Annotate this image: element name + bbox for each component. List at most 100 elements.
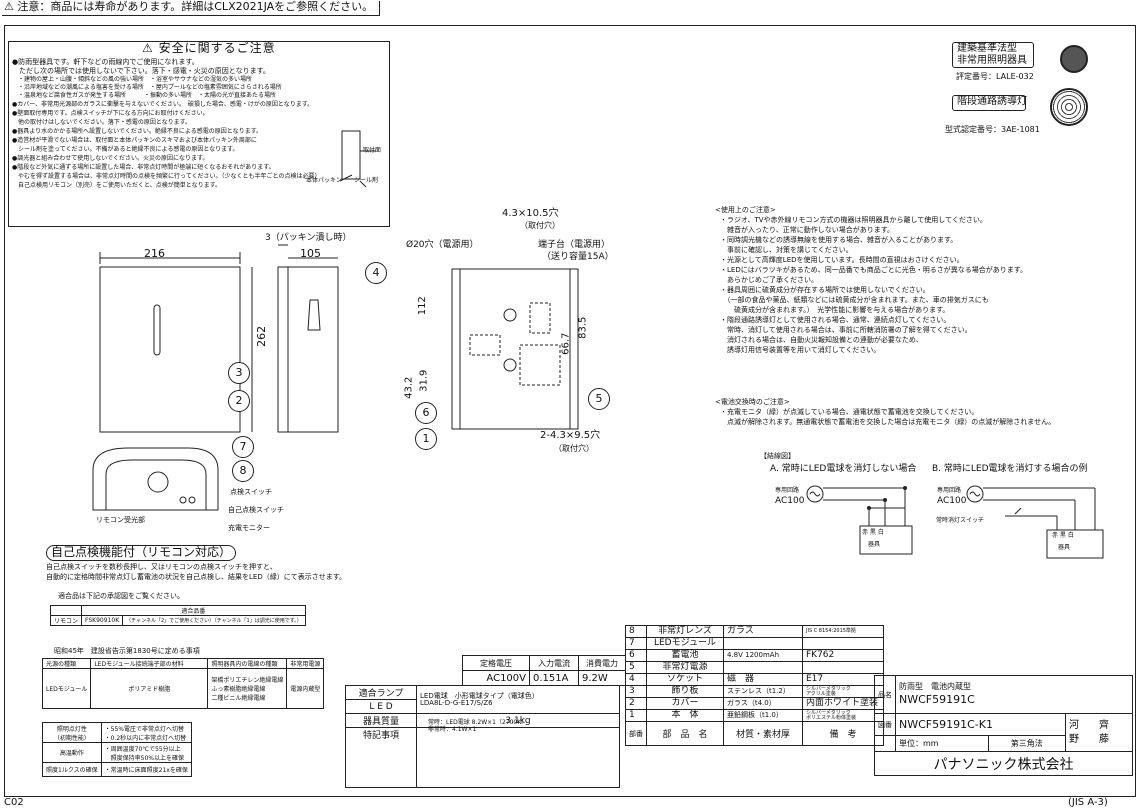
dim-depth: 105	[300, 247, 321, 260]
selfcheck-line2: 自動的に定格時間非常点灯し蓄電池の状況を自己点検し、結果をLED（緑）にて表示さ…	[46, 573, 347, 581]
n45-c3: 架橋ポリエチレン絶縁電線 ふっ素樹脂絶縁電線 二種ビニル絶縁電線	[207, 668, 288, 709]
wiring-b-title: B. 常時にLED電球を消灯する場合の例	[932, 464, 1088, 474]
dim-43-2: 43.2	[403, 376, 415, 399]
rc-value: FSK90910K	[81, 615, 124, 626]
sealant-diagram	[339, 130, 376, 188]
dim-112: 112	[416, 296, 428, 316]
tb-sign2: 野 藤	[1069, 733, 1109, 745]
wiring-title: 【結線図】	[760, 452, 795, 460]
notice45-title: 昭和45年 建設省告示第1830号に定める事項	[54, 647, 200, 655]
rc-note: （チャンネル「2」でご使用ください）（チャンネル「1」は調光に使用です。）	[122, 615, 306, 626]
wiring-diagram	[806, 485, 1104, 559]
n45-c2: ポリアミド樹脂	[90, 668, 209, 709]
parts-cell-name: 飾り板	[646, 685, 724, 698]
rating-v3: 9.2W	[578, 670, 626, 686]
dim-31-9: 31.9	[418, 369, 430, 392]
parts-cell-name: ソケット	[646, 673, 724, 686]
parts-cell-material: 磁 器	[723, 673, 803, 686]
parts-cell-no: 7	[625, 637, 647, 650]
parts-cell-material: 4.8V 1200mAh	[723, 649, 803, 662]
parts-cell-remark: 内面ホワイト塗装	[802, 697, 884, 710]
perf-value: ・55%電圧で非常点灯へ切替 ・0.2秒以内に非常点灯へ切替	[100, 722, 192, 743]
perf-value: ・周囲温度70℃で55分以上 照度保持率50%以上を確保	[100, 742, 192, 763]
parts-cell-name: 本 体	[646, 709, 724, 722]
usage-line: あらかじめご了承ください。	[720, 276, 818, 284]
tb-name-label: 品名	[874, 675, 896, 714]
n45-h1: 光源の種類	[41, 658, 92, 669]
tb-name-line2: NWCF59191C	[899, 693, 975, 707]
rear-view	[451, 268, 579, 430]
usage-line: 硫黄成分が含まれます。） 光学性能に影響を与える場合があります。	[720, 306, 950, 314]
wiring-a-ac: AC100	[775, 496, 805, 506]
perf-label: 照明点灯性 （初期性能）	[42, 722, 102, 743]
wiring-a-fixture: 器具	[868, 541, 881, 548]
n45-c4: 電源内蔵型	[286, 668, 325, 709]
parts-cell-remark: シルバーメタリック アクリル塗装	[802, 685, 884, 698]
usage-title: <使用上のご注意>	[715, 206, 776, 214]
dim-packing: 3（パッキン潰し時）	[265, 233, 352, 243]
cert2-label: 階段通路誘導灯	[957, 96, 1027, 107]
usage-line: 常時、消灯して使用される場合は、事前に所轄消防署の了解を得てください。	[720, 326, 972, 334]
usage-line: ・器具周囲に硫黄成分が存在する場所では使用しないでください。	[720, 286, 930, 294]
dim-hole-top: 4.3×10.5穴	[502, 208, 559, 219]
lamp-value: LED電球 小形電球タイプ（電球色） LDA8L-D-G-E17/S/Z6	[416, 685, 620, 714]
label-self-check-switch: 自己点検スイッチ	[228, 506, 284, 514]
rc-label: リモコン	[49, 615, 83, 626]
tb-angle: 第三角法	[987, 735, 1067, 752]
cert2-number: 型式認定番号：3AE-1081	[945, 125, 1040, 134]
usage-line: ・光源として高輝度LEDを使用しています。長時間の直視はおさけください。	[720, 256, 964, 264]
parts-footer-material: 材質・素材厚	[723, 721, 803, 746]
parts-cell-no: 5	[625, 661, 647, 674]
wiring-a-terminal: 赤 黒 白	[862, 529, 884, 536]
tb-drawing-no: NWCF59191C-K1	[895, 713, 1066, 736]
parts-cell-name: カバー	[646, 697, 724, 710]
tb-drawing-label: 図番	[874, 713, 896, 736]
wiring-b-circuit: 専用回路	[937, 487, 962, 494]
usage-line: ・階段通路誘導灯として使用される場合、通常、連続点灯してください。	[720, 316, 951, 324]
lamp-label: 適合ランプ	[345, 685, 417, 700]
jis-code: (JIS A-3)	[1068, 797, 1108, 808]
parts-cell-no: 3	[625, 685, 647, 698]
diagram-label-sealant: シール剤	[354, 177, 379, 184]
dim-83-5: 83.5	[577, 316, 589, 339]
parts-cell-no: 4	[625, 673, 647, 686]
selfcheck-title: 自己点検機能付（リモコン対応）	[46, 545, 237, 561]
led-label: L E D	[345, 699, 417, 714]
parts-cell-name: 蓄電池	[646, 649, 724, 662]
callout-2: 2	[228, 390, 250, 412]
parts-cell-no: 6	[625, 649, 647, 662]
safety-line: ●器具より水のかかる場所へ設置しないでください。絶縁不良による感電の原因となりま…	[12, 128, 262, 135]
label-check-switch: 点検スイッチ	[230, 488, 272, 496]
warning-icon: ⚠	[142, 41, 159, 55]
tb-sign1: 河 齊	[1069, 719, 1109, 731]
safety-line: ・温泉地など腐食性ガスが発生する場所 ・振動の多い場所 ・太陽の光が直接あたる場…	[12, 92, 277, 99]
callout-4: 4	[365, 262, 387, 284]
parts-cell-remark	[802, 661, 884, 674]
label-charge-monitor: 充電モニター	[228, 524, 270, 532]
tb-company: パナソニック株式会社	[874, 751, 1133, 776]
parts-cell-no: 2	[625, 697, 647, 710]
rating-v2: 0.151A	[529, 670, 579, 686]
safety-line: ●階段など外気に通ずる場所に設置した場合、非常点灯時間が極端に短くなるおそれがあ…	[12, 164, 275, 171]
parts-cell-remark: FK762	[802, 649, 884, 662]
safety-line: シール剤を塗ってください。不備があると絶縁不良による感電の原因となります。	[12, 146, 239, 153]
tb-signatures: 河 齊 野 藤	[1065, 713, 1133, 752]
battery-line: 点滅が解除されます。無通電状態で蓄電池を交換した場合は充電モニタ（緑）の点滅が解…	[720, 418, 1056, 426]
callout-6: 6	[415, 402, 437, 424]
page-code: C02	[4, 797, 24, 808]
selfcheck-line1: 自己点検スイッチを数秒長押し、又はリモコンの点検スイッチを押すと、	[46, 563, 277, 571]
rating-h3: 消費電力	[578, 655, 626, 671]
parts-cell-remark: シルバーメタリック ポリエステル粉体塗装	[802, 709, 884, 722]
n45-h3: 照明器具内の電線の種類	[207, 658, 288, 669]
diagram-label-mount: 取付面	[363, 147, 382, 154]
wiring-b-ac: AC100	[937, 496, 967, 506]
usage-line: 誘導灯用信号装置等を用いて消灯してください。	[720, 346, 881, 354]
usage-line: 雑音が入ったり、正常に動作しない場合があります。	[720, 226, 895, 234]
